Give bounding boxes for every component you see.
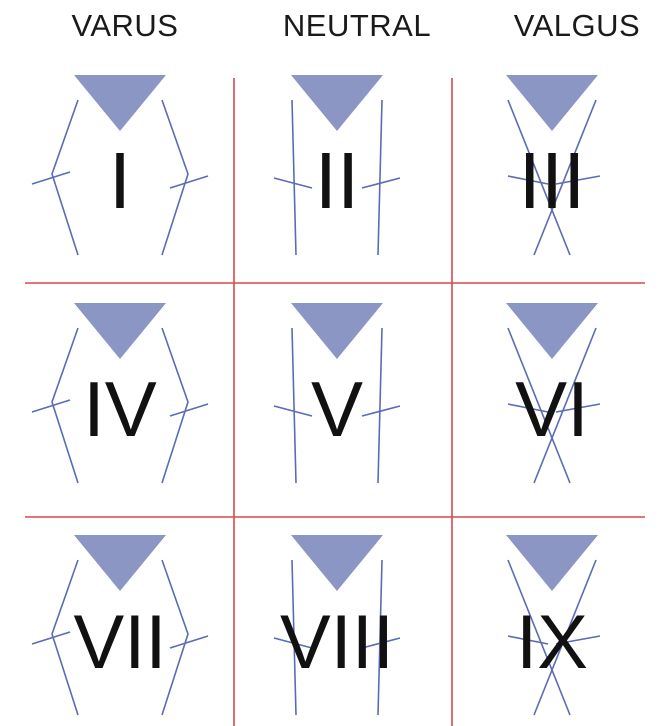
right-joint-line bbox=[170, 636, 208, 648]
cell-i: I bbox=[32, 75, 208, 255]
right-joint-line bbox=[362, 406, 400, 416]
left-joint-line bbox=[274, 178, 312, 188]
left-joint-line bbox=[274, 406, 312, 416]
patella-triangle-icon bbox=[506, 303, 598, 359]
patella-triangle-icon bbox=[74, 535, 166, 591]
left-leg-line bbox=[52, 100, 78, 255]
numeral-label: I bbox=[109, 136, 131, 225]
patella-triangle-icon bbox=[506, 535, 598, 591]
left-joint-line bbox=[32, 632, 70, 644]
right-leg-line bbox=[162, 100, 188, 255]
numeral-label: VII bbox=[74, 600, 167, 685]
cell-vii: VII bbox=[32, 535, 208, 715]
right-leg-line bbox=[162, 328, 188, 483]
patella-triangle-icon bbox=[291, 535, 383, 591]
left-leg-line bbox=[52, 328, 78, 483]
patella-triangle-icon bbox=[74, 303, 166, 359]
numeral-label: VIII bbox=[280, 600, 394, 685]
patella-triangle-icon bbox=[74, 75, 166, 131]
cell-iv: IV bbox=[32, 303, 208, 483]
cell-viii: VIII bbox=[274, 535, 400, 715]
numeral-label: V bbox=[311, 365, 363, 453]
left-leg-line bbox=[292, 328, 296, 483]
numeral-label: II bbox=[315, 136, 359, 225]
numeral-label: IX bbox=[516, 600, 588, 685]
right-leg-line bbox=[378, 328, 382, 483]
cell-v: V bbox=[274, 303, 400, 483]
right-joint-line bbox=[362, 178, 400, 188]
patella-triangle-icon bbox=[506, 75, 598, 131]
cell-vi: VI bbox=[506, 303, 600, 483]
left-leg-line bbox=[292, 100, 296, 255]
cell-ix: IX bbox=[506, 535, 600, 715]
cell-iii: III bbox=[506, 75, 600, 255]
right-joint-line bbox=[170, 404, 208, 416]
left-joint-line bbox=[32, 172, 70, 184]
right-leg-line bbox=[378, 100, 382, 255]
patella-triangle-icon bbox=[291, 75, 383, 131]
numeral-label: VI bbox=[515, 365, 589, 453]
left-joint-line bbox=[32, 400, 70, 412]
right-joint-line bbox=[170, 176, 208, 188]
patella-triangle-icon bbox=[291, 303, 383, 359]
cell-ii: II bbox=[274, 75, 400, 255]
numeral-label: IV bbox=[83, 365, 157, 453]
numeral-label: III bbox=[519, 136, 586, 225]
